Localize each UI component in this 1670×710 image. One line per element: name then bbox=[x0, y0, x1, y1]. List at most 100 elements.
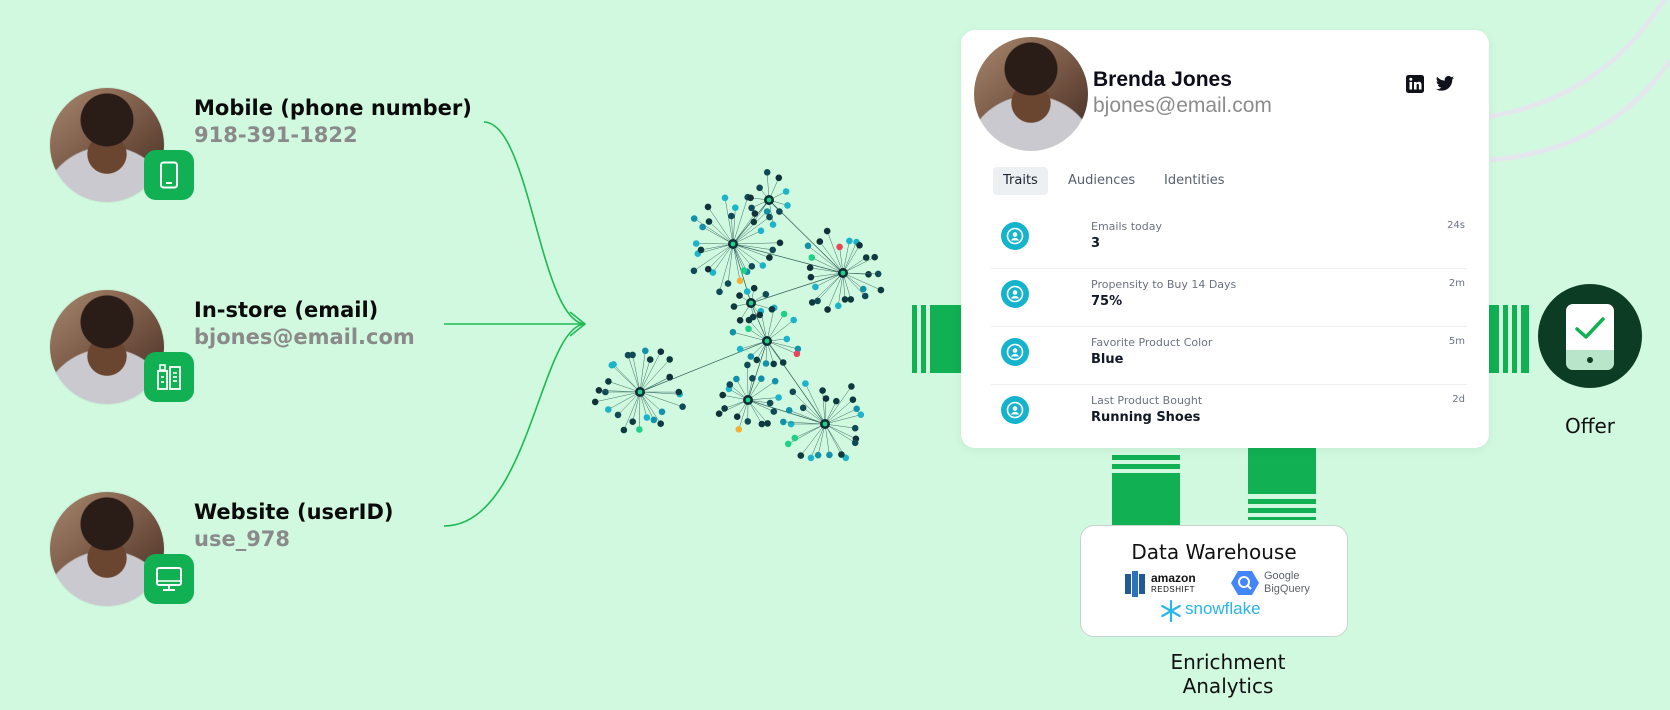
graph-edge bbox=[639, 359, 670, 393]
caption-line-2: Analytics bbox=[1182, 674, 1274, 698]
trait-row[interactable]: Emails today 3 24s bbox=[991, 210, 1467, 269]
source-value: 918-391-1822 bbox=[194, 123, 358, 147]
graph-node bbox=[629, 351, 636, 359]
graph-node bbox=[610, 361, 617, 368]
graph-node bbox=[758, 420, 766, 428]
trait-row[interactable]: Propensity to Buy 14 Days 75% 2m bbox=[991, 268, 1467, 327]
graph-node bbox=[787, 420, 795, 428]
user-icon bbox=[1001, 396, 1029, 424]
graph-node bbox=[605, 378, 612, 385]
graph-node bbox=[783, 335, 791, 343]
source-in-store: In-store (email) bjones@email.com bbox=[0, 290, 470, 420]
graph-node bbox=[865, 271, 872, 278]
graph-edge bbox=[639, 391, 680, 395]
identity-graph-cluster bbox=[591, 169, 885, 462]
graph-edge bbox=[794, 423, 826, 439]
graph-edge bbox=[842, 241, 857, 274]
graph-edge bbox=[639, 391, 641, 430]
graph-edge bbox=[815, 272, 844, 288]
graph-edge bbox=[817, 272, 844, 302]
source-mobile: Mobile (phone number) 918-391-1822 bbox=[0, 88, 472, 218]
graph-node bbox=[716, 288, 723, 296]
graph-node bbox=[770, 408, 778, 415]
graph-node bbox=[666, 356, 673, 363]
graph-node bbox=[759, 262, 767, 269]
graph-edge bbox=[639, 391, 683, 407]
graph-node bbox=[733, 375, 740, 383]
graph-node bbox=[736, 317, 744, 324]
graph-node bbox=[793, 350, 801, 358]
graph-node bbox=[679, 403, 686, 411]
tab-traits[interactable]: Traits bbox=[993, 167, 1048, 195]
tab-identities[interactable]: Identities bbox=[1164, 173, 1225, 188]
graph-node bbox=[719, 391, 726, 399]
graph-node bbox=[736, 345, 744, 353]
graph-edge bbox=[824, 386, 852, 425]
trait-value: Running Shoes bbox=[1091, 410, 1201, 425]
graph-link bbox=[639, 340, 768, 393]
graph-node bbox=[812, 283, 819, 291]
graph-node bbox=[808, 299, 816, 306]
graph-node bbox=[841, 296, 849, 303]
profile-email: bjones@email.com bbox=[1093, 94, 1272, 117]
graph-edge bbox=[693, 243, 734, 272]
source-value: use_978 bbox=[194, 527, 291, 551]
twitter-icon[interactable] bbox=[1435, 74, 1457, 96]
graph-node bbox=[643, 414, 651, 421]
graph-edge bbox=[747, 397, 779, 401]
graph-node bbox=[775, 394, 782, 401]
graph-edge bbox=[724, 197, 734, 245]
trait-row[interactable]: Favorite Product Color Blue 5m bbox=[991, 326, 1467, 385]
graph-edge bbox=[824, 408, 857, 425]
graph-node bbox=[756, 184, 763, 192]
graph-node bbox=[690, 267, 698, 275]
graph-node bbox=[785, 407, 793, 414]
graph-node bbox=[629, 418, 636, 426]
graph-node bbox=[605, 406, 612, 413]
graph-node bbox=[871, 253, 878, 261]
graph-edge bbox=[842, 256, 875, 274]
graph-node bbox=[802, 380, 809, 387]
graph-edge bbox=[732, 243, 773, 251]
graph-hub-core bbox=[822, 421, 828, 427]
graph-edge bbox=[827, 272, 844, 310]
graph-node bbox=[807, 454, 815, 462]
graph-node bbox=[769, 221, 777, 228]
graph-node bbox=[736, 292, 743, 299]
graph-node bbox=[851, 439, 859, 447]
trait-row[interactable]: Last Product Bought Running Shoes 2d bbox=[991, 384, 1467, 442]
graph-node bbox=[814, 451, 822, 459]
graph-edge bbox=[697, 243, 734, 254]
graph-node bbox=[736, 277, 744, 285]
graph-node bbox=[859, 285, 867, 293]
graph-node bbox=[838, 451, 845, 458]
graph-node bbox=[692, 240, 700, 247]
graph-node bbox=[794, 345, 802, 353]
graph-edge bbox=[732, 213, 756, 245]
graph-edge bbox=[817, 423, 826, 456]
graph-edge bbox=[824, 423, 830, 455]
graph-node bbox=[704, 203, 712, 211]
graph-node bbox=[789, 388, 797, 396]
graph-edge bbox=[598, 390, 641, 393]
graph-node bbox=[780, 310, 788, 318]
graph-node bbox=[744, 418, 752, 425]
redshift-logo-text: amazon bbox=[1151, 571, 1196, 585]
graph-edge bbox=[842, 272, 866, 297]
graph-node bbox=[824, 306, 831, 313]
graph-node bbox=[784, 440, 792, 448]
graph-edge bbox=[700, 243, 734, 251]
profile-card: Brenda Jones bjones@email.com Traits Aud… bbox=[961, 30, 1489, 448]
tab-audiences[interactable]: Audiences bbox=[1068, 173, 1136, 188]
trait-timestamp: 24s bbox=[1447, 220, 1465, 231]
graph-node bbox=[762, 360, 770, 367]
graph-edge bbox=[766, 307, 775, 342]
graph-edge bbox=[732, 243, 748, 272]
graph-edge bbox=[842, 272, 879, 275]
graph-edge bbox=[732, 243, 763, 266]
graph-node bbox=[747, 353, 755, 360]
graph-edge bbox=[747, 364, 749, 401]
graph-node bbox=[763, 208, 771, 215]
linkedin-icon[interactable] bbox=[1405, 74, 1427, 96]
graph-node bbox=[614, 411, 622, 419]
